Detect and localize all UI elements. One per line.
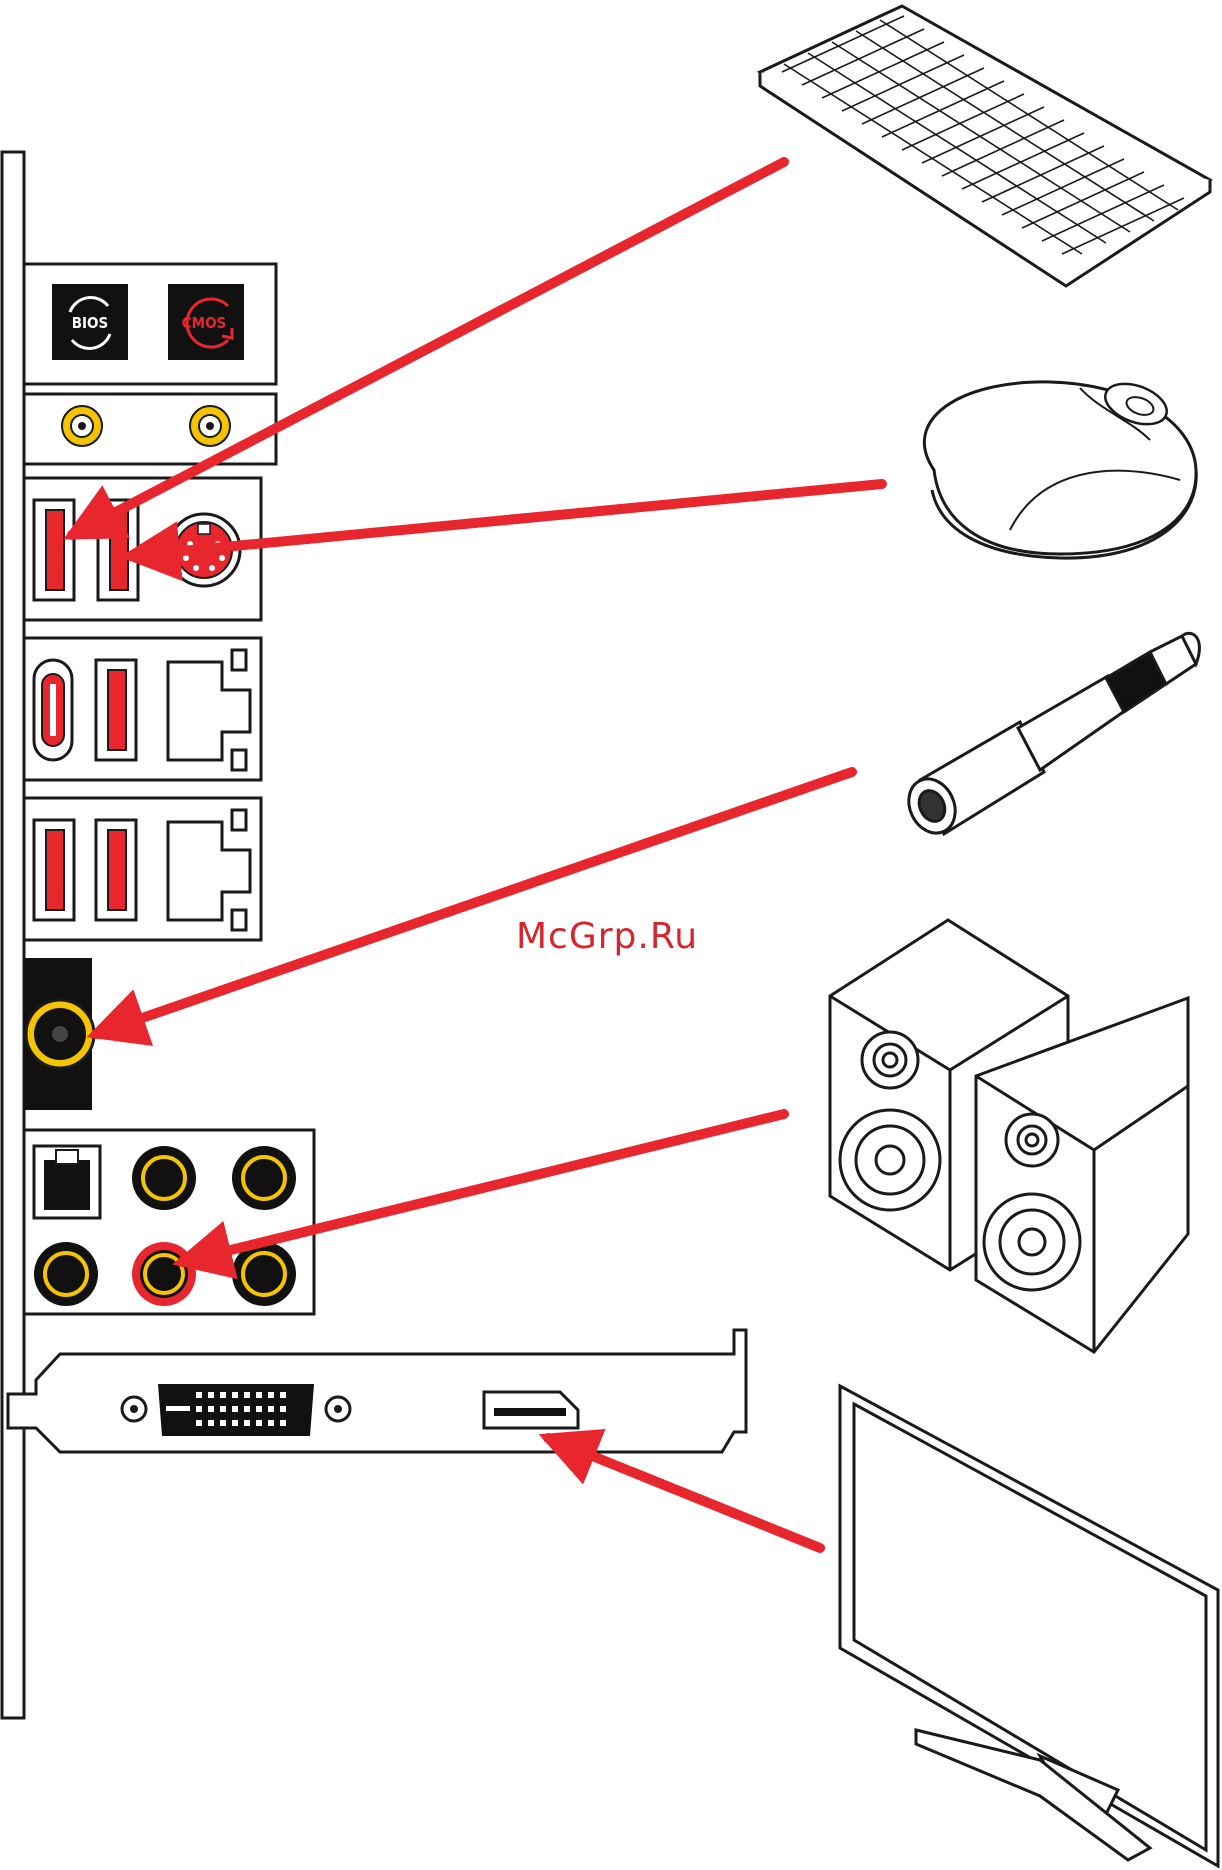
bios-flashback-button[interactable]: BIOS xyxy=(52,284,128,360)
headphone-adapter-icon xyxy=(900,633,1199,840)
audio-jack-3[interactable] xyxy=(34,1242,98,1306)
monitor-arrow xyxy=(548,1438,820,1548)
usb-c-port[interactable] xyxy=(34,660,72,760)
watermark-text: McGrp.Ru xyxy=(516,916,698,957)
audio-jack-2[interactable] xyxy=(232,1146,296,1210)
bios-button-label: BIOS xyxy=(72,314,109,332)
wifi-antenna-connector-1[interactable] xyxy=(62,406,102,446)
cmos-button-label: CMOS xyxy=(182,314,227,332)
speakers-icon xyxy=(830,920,1188,1352)
audio-line-out-jack[interactable] xyxy=(132,1242,196,1306)
monitor-icon xyxy=(840,1386,1218,1866)
clear-cmos-button[interactable]: CMOS xyxy=(168,284,244,360)
io-shield xyxy=(2,152,314,1718)
graphics-card-bracket xyxy=(8,1330,746,1452)
lan-port-2[interactable] xyxy=(168,810,250,930)
audio-jack-1[interactable] xyxy=(132,1146,196,1210)
optical-spdif-port[interactable] xyxy=(34,1146,100,1218)
usb-port-5[interactable] xyxy=(96,820,136,920)
usb-port-1[interactable] xyxy=(34,500,74,600)
hdmi-port[interactable] xyxy=(484,1392,578,1428)
usb-port-4[interactable] xyxy=(34,820,74,920)
lan-port-1[interactable] xyxy=(168,650,250,770)
io-shield-frame xyxy=(2,152,24,1718)
usb-port-3[interactable] xyxy=(96,660,136,760)
wifi-antenna-connector-2[interactable] xyxy=(190,406,230,446)
headphone-jack[interactable] xyxy=(26,1000,94,1068)
mouse-icon xyxy=(924,376,1196,558)
keyboard-icon xyxy=(760,6,1210,286)
